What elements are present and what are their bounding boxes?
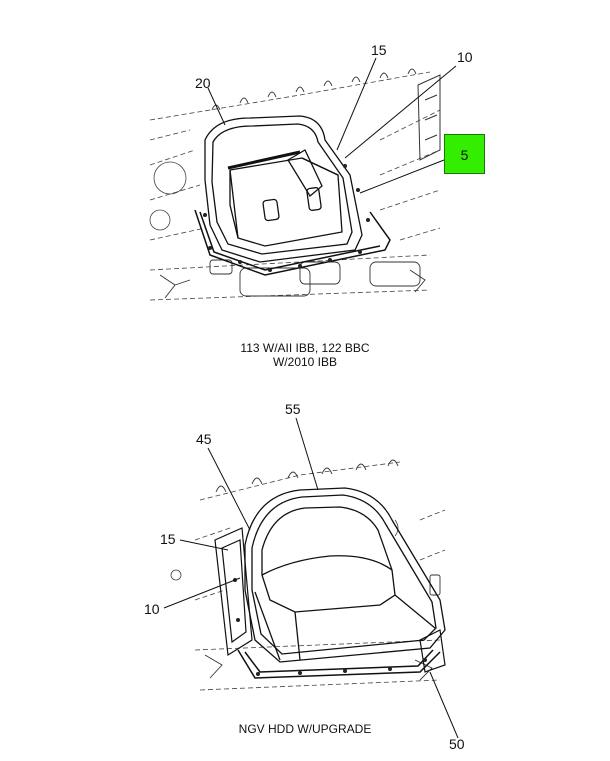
callout-55[interactable]: 55: [285, 401, 301, 417]
callout-15-top[interactable]: 15: [371, 42, 387, 58]
callout-10-top[interactable]: 10: [457, 49, 473, 65]
top-view-drawing: [149, 57, 457, 301]
callout-10-bottom[interactable]: 10: [144, 601, 160, 617]
bottom-view-caption: NGV HDD W/UPGRADE: [238, 722, 372, 736]
bottom-view-drawing: [163, 417, 459, 739]
callout-45[interactable]: 45: [196, 431, 212, 447]
callout-5-highlighted[interactable]: 5: [444, 134, 485, 174]
callout-15-bottom[interactable]: 15: [160, 531, 176, 547]
callout-50[interactable]: 50: [449, 736, 465, 752]
top-view-caption-line1: 113 W/AII IBB, 122 BBC: [240, 341, 370, 355]
top-view-caption-line2: W/2010 IBB: [272, 355, 338, 369]
callout-20[interactable]: 20: [195, 75, 211, 91]
